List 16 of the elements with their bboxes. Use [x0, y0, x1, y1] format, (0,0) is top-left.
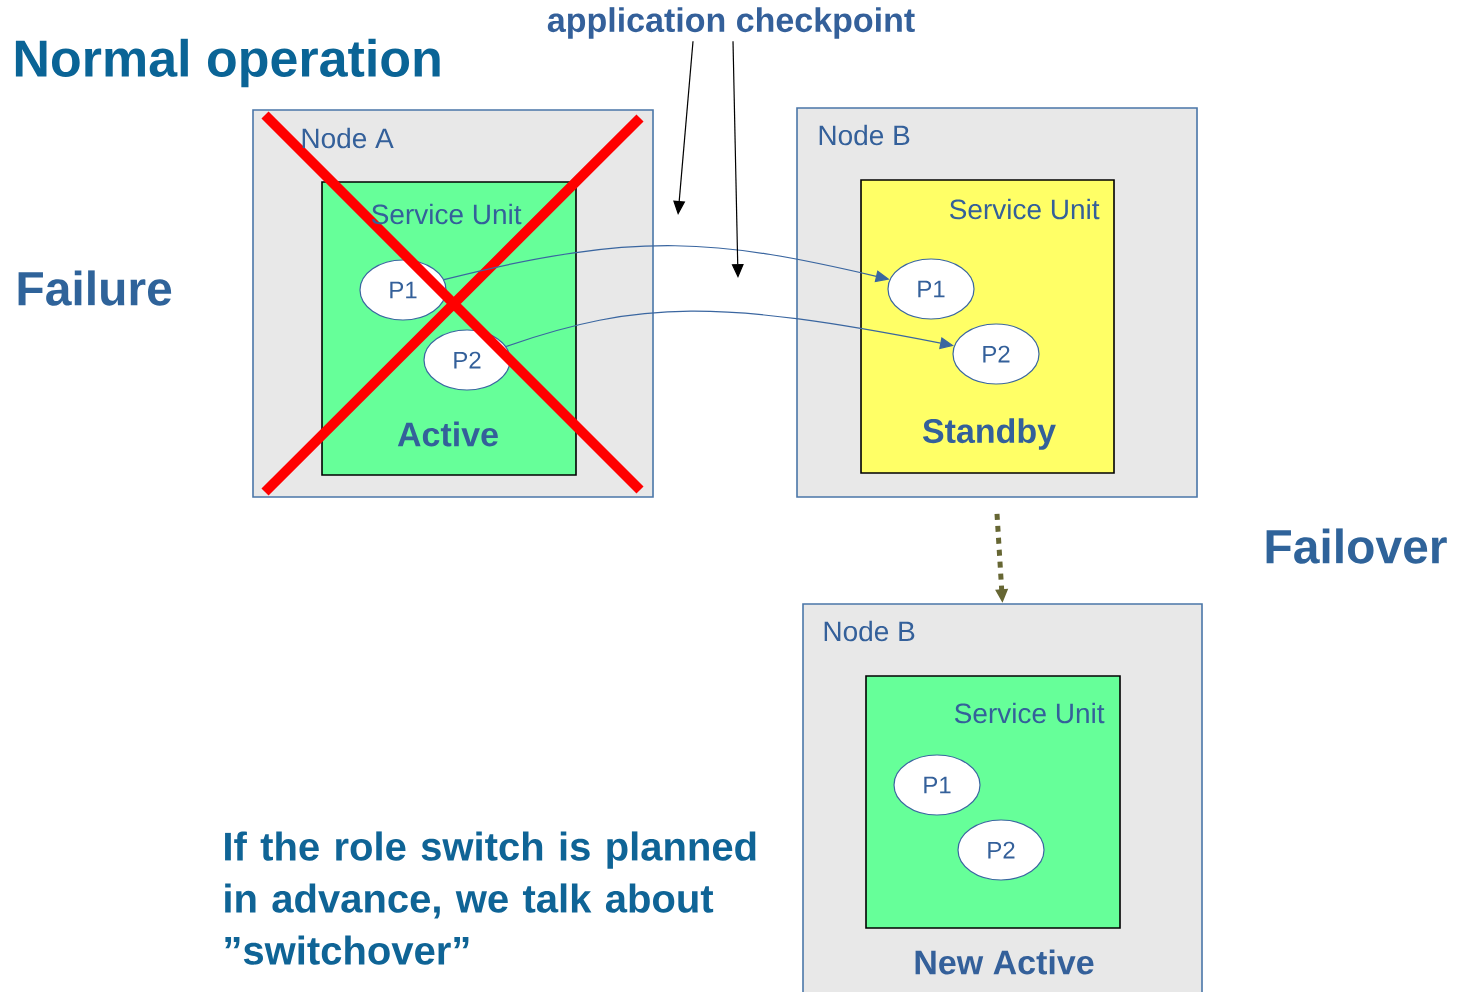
node-name: Service Unit [371, 203, 522, 225]
state-label: New Active [915, 949, 1094, 975]
heading: Failure [18, 270, 172, 306]
state-label: Active [397, 421, 498, 447]
node-name: Node A [302, 127, 394, 149]
callout-text: application checkpoint [547, 7, 915, 39]
arrow [731, 40, 744, 278]
node-name: Node B [824, 620, 915, 642]
node-name: Node B [819, 124, 910, 146]
node-name: Service Unit [954, 702, 1105, 724]
state-label: Standby [922, 418, 1056, 450]
node-name: Service Unit [949, 198, 1100, 220]
note-text: If the role switch is planned in advance, we talk about ”switchover” [225, 831, 756, 965]
heading: Failover [1266, 528, 1447, 564]
arrow [673, 40, 694, 215]
heading: Normal operation [15, 38, 440, 88]
